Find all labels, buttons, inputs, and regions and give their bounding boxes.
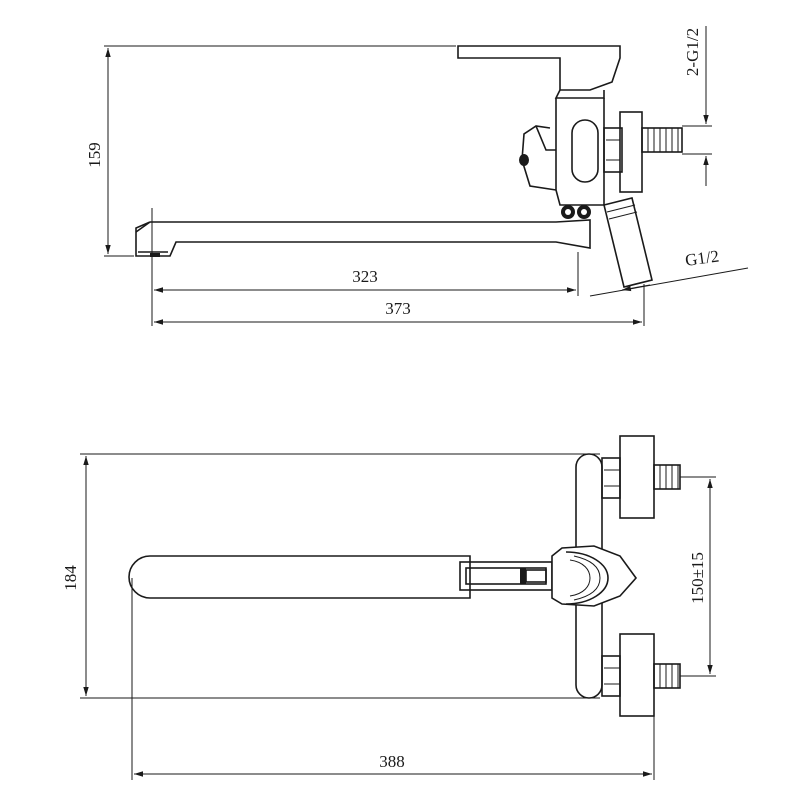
dim-overall-373: 373: [154, 284, 645, 326]
thread-label-2g12: 2-G1/2: [682, 26, 712, 186]
top-view: 184 150±15 388: [61, 435, 716, 780]
dim-spout-reach-323: 323: [151, 208, 579, 326]
side-faucet-body: [457, 45, 683, 288]
thread-label-outlet: 2-G1/2: [683, 28, 702, 76]
dim-label-reach: 323: [352, 267, 378, 286]
dim-label-center: 150±15: [688, 552, 707, 604]
top-spout: [128, 555, 553, 599]
dim-label-height: 159: [85, 142, 104, 168]
thread-label-inlet: G1/2: [684, 246, 720, 270]
top-handle: [551, 545, 638, 607]
side-spout: [135, 219, 591, 257]
dim-label-overall-top: 388: [379, 752, 405, 771]
dim-overall-388: 388: [131, 578, 655, 780]
thread-label-g12: G1/2: [589, 246, 749, 297]
dim-label-depth: 184: [61, 565, 80, 591]
dim-center-distance: 150±15: [680, 476, 716, 677]
side-view: 159 323 373 G1/2 2-G1/2: [85, 26, 749, 326]
dim-label-overall-side: 373: [385, 299, 411, 318]
dim-depth-184: 184: [61, 453, 600, 699]
dim-height-159: 159: [85, 45, 456, 257]
